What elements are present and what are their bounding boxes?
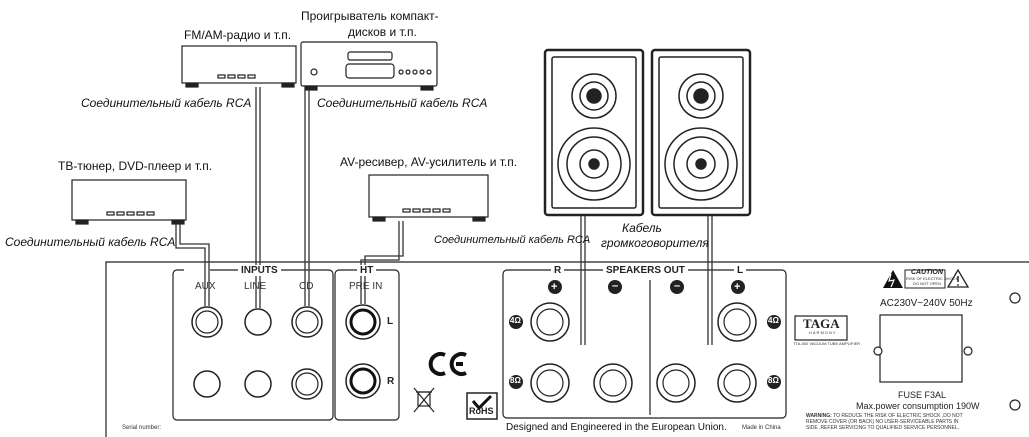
warning-line-2: REMOVE COVER (OR BACK) NO USER-SERVICEAB… [806,419,959,425]
cd-player-device [300,41,438,91]
rca-cable-cd-label: Соединительный кабель RCA [317,96,488,110]
tuner-label: FM/AM-радио и т.п. [184,28,292,42]
spk-l-plus-8-terminal [717,363,757,403]
caution-title: CAUTION [911,269,943,276]
tv-dvd-label: ТВ-тюнер, DVD-плеер и т.п. [58,159,213,173]
spk-l-plus-4-terminal [717,302,757,342]
voltage-label: AC230V~240V 50Hz [880,298,973,309]
brand-sub-text: HARMONY [809,330,837,335]
rohs-icon [466,392,498,420]
designed-in-eu-text: Designed and Engineered in the European … [506,422,727,433]
spk-r-plus-8-terminal [530,363,570,403]
power-label: Max.power consumption 190W [856,401,980,411]
polarity-markers [509,280,781,389]
line-jack-bottom [244,370,272,398]
aux-label: AUX [195,281,216,292]
line-jack-top [244,308,272,336]
speaker-right [543,48,645,217]
cd-jack-bottom [291,368,323,400]
rca-cable-tv-label: Соединительный кабель RCA [5,235,176,249]
warning-line-1: WARNING: TO REDUCE THE RISK OF ELECTRIC … [806,413,963,420]
cd-player-label-2: дисков и т.п. [348,25,417,39]
warning-bold: WARNING: [806,413,832,419]
speakers-out-title: SPEAKERS OUT [603,265,688,276]
caution-sub-1: RISK OF ELECTRIC SHOCK [906,276,959,281]
rca-cable-av-label: Соединительный кабель RCA [434,234,591,246]
serial-number-label: Serial number: [122,425,162,431]
av-receiver-device [368,174,489,222]
cd-label: CD [299,281,314,292]
warning-line-3: SIDE .REFER SERVICING TO QUALIFIED SERVI… [806,425,960,431]
ohm4-r-label: 4Ω [510,316,521,325]
speaker-cables [580,215,713,345]
caution-icons [883,268,970,289]
speaker-cable-label-2: громкоговорителя [601,236,709,250]
pre-in-l-label: L [387,316,394,327]
speaker-l-label: L [734,265,747,276]
mounting-holes [873,292,1021,411]
ce-mark [428,352,467,376]
pre-in-label: PRE IN [349,281,383,292]
spk-r-minus-terminal [593,363,633,403]
warning-text-1: TO REDUCE THE RISK OF ELECTRIC SHOCK ,DO… [833,413,963,419]
tv-dvd-device [71,179,187,225]
inputs-title: INPUTS [238,265,281,276]
caution-sub-2: DO NOT OPEN [913,281,941,286]
av-receiver-label: AV-ресивер, AV-усилитель и т.п. [340,155,518,169]
spk-r-plus-4-terminal [530,302,570,342]
plus-icon: + [551,281,558,293]
ohm8-r-label: 8Ω [510,376,521,385]
plus-icon: + [734,281,741,293]
brand-logo-text: TAGA [803,316,840,331]
aux-jack-top [191,306,223,338]
speaker-cable-label-1: Кабель [622,221,662,235]
speaker-r-label: R [551,265,565,276]
minus-icon: – [612,280,619,292]
spk-l-minus-terminal [656,363,696,403]
pre-in-l-jack [345,304,381,340]
pre-in-r-label: R [387,376,395,387]
ohm4-l-label: 4Ω [768,316,779,325]
speaker-left [650,48,752,217]
minus-icon: – [674,280,681,292]
ohm8-l-label: 8Ω [768,376,779,385]
taga-logo [794,315,848,341]
ht-title: HT [357,265,377,276]
rohs-label: RoHS [469,406,494,416]
fuse-label: FUSE F3AL [898,390,947,400]
rca-cable-tuner-label: Соединительный кабель RCA [81,96,252,110]
tuner-device [181,45,297,88]
aux-jack-bottom [193,370,221,398]
weee-bin-icon [413,387,435,413]
model-label: TTA-500 VACUUM TUBE AMPLIFIER [793,341,861,346]
made-in-china-text: Made in China [742,425,781,431]
cd-jack-top [291,306,323,338]
cd-player-label-1: Проигрыватель компакт- [301,9,439,23]
line-label: LINE [244,281,267,292]
pre-in-r-jack [345,363,381,399]
